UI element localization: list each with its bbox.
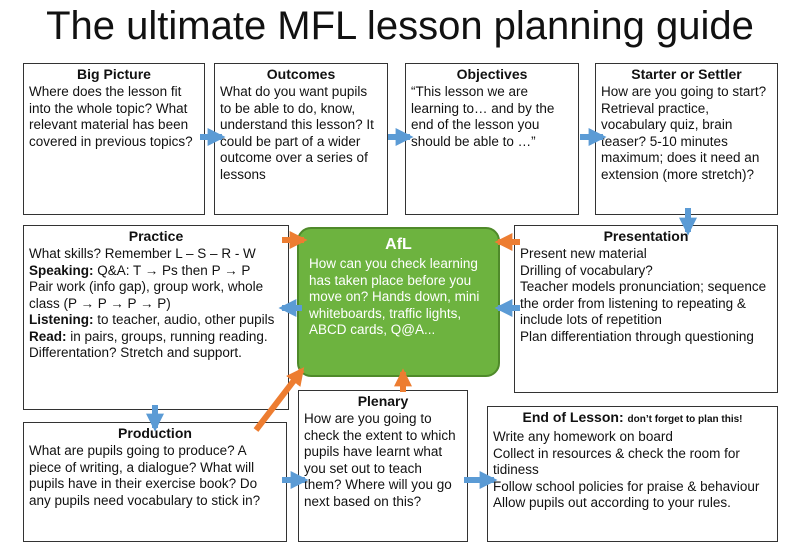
production-box: Production What are pupils going to prod… (23, 422, 287, 542)
read-text: in pairs, groups, running reading. (66, 328, 268, 344)
practice-line-skills: What skills? Remember L – S – R - W (29, 246, 256, 261)
afl-box: AfL How can you check learning has taken… (297, 227, 500, 377)
presentation-line-4: Plan differentiation through questioning (520, 328, 754, 344)
practice-line-listening: Listening: to teacher, audio, other pupi… (29, 312, 283, 329)
plenary-box: Plenary How are you going to check the e… (298, 390, 468, 542)
read-label: Read: (29, 328, 67, 344)
practice-box: Practice What skills? Remember L – S – R… (23, 225, 289, 410)
production-text: What are pupils going to produce? A piec… (29, 443, 261, 508)
outcomes-heading: Outcomes (266, 66, 336, 82)
end-line-2: Collect in resources & check the room fo… (493, 445, 740, 478)
outcomes-text: What do you want pupils to be able to do… (220, 84, 374, 182)
afl-text: How can you check learning has taken pla… (309, 256, 480, 337)
starter-heading: Starter or Settler (631, 66, 742, 82)
presentation-line-1: Present new material (520, 246, 647, 261)
starter-box: Starter or Settler How are you going to … (595, 63, 778, 215)
objectives-heading: Objectives (456, 66, 528, 82)
big-picture-text: Where does the lesson fit into the whole… (29, 84, 193, 149)
objectives-box: Objectives “This lesson we are learning … (405, 63, 579, 215)
presentation-line-3: Teacher models pronunciation; sequence t… (520, 279, 767, 327)
listening-label: Listening: (29, 312, 94, 327)
objectives-text: “This lesson we are learning to… and by … (411, 84, 555, 149)
end-line-1: Write any homework on board (493, 429, 673, 444)
speaking-text: Q&A: T → Ps then P → P (93, 262, 251, 278)
presentation-heading: Presentation (603, 228, 689, 244)
end-line-4: Allow pupils out according to your rules… (493, 495, 731, 510)
practice-line-speaking: Speaking: Q&A: T → Ps then P → P (29, 263, 283, 280)
end-of-lesson-note: don’t forget to plan this! (627, 414, 743, 425)
outcomes-box: Outcomes What do you want pupils to be a… (214, 63, 388, 215)
practice-line-read: Read: in pairs, groups, running reading. (29, 329, 283, 346)
big-picture-heading: Big Picture (77, 66, 151, 82)
end-of-lesson-title: End of Lesson: (522, 409, 624, 425)
practice-line-pairwork: Pair work (info gap), group work, whole … (29, 279, 264, 311)
plenary-text: How are you going to check the extent to… (304, 411, 456, 509)
speaking-label: Speaking: (29, 262, 94, 278)
end-of-lesson-heading: End of Lesson: don’t forget to plan this… (493, 409, 772, 428)
production-heading: Production (118, 425, 192, 441)
presentation-box: Presentation Present new material Drilli… (514, 225, 778, 393)
starter-text: How are you going to start? Retrieval pr… (601, 84, 767, 182)
practice-heading: Practice (128, 228, 184, 244)
plenary-heading: Plenary (357, 393, 409, 409)
end-line-3: Follow school policies for praise & beha… (493, 478, 760, 494)
listening-text: to teacher, audio, other pupils (93, 312, 275, 327)
page-title: The ultimate MFL lesson planning guide (46, 4, 754, 48)
end-of-lesson-box: End of Lesson: don’t forget to plan this… (487, 406, 778, 542)
practice-line-differentiation: Differentation? Stretch and support. (29, 345, 242, 360)
big-picture-box: Big Picture Where does the lesson fit in… (23, 63, 205, 215)
afl-heading: AfL (385, 236, 412, 253)
presentation-line-2: Drilling of vocabulary? (520, 262, 653, 278)
